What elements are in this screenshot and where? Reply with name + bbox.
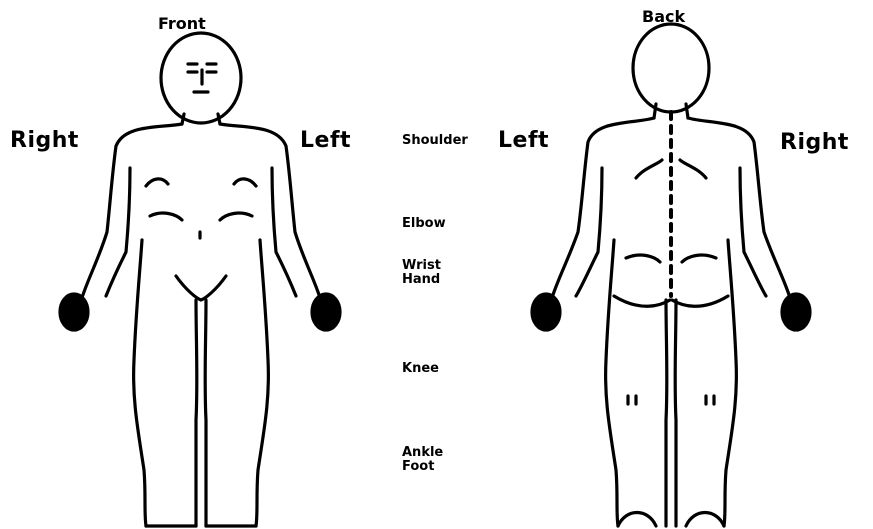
front-left-hand	[312, 294, 340, 330]
back-right-label: Right	[780, 132, 849, 154]
front-title: Front	[158, 16, 206, 32]
shoulder-label: Shoulder	[402, 134, 468, 148]
front-body-figure	[60, 33, 340, 526]
front-face	[188, 64, 216, 92]
ankle-foot-label: Ankle Foot	[402, 446, 443, 473]
wrist-label: Wrist	[402, 259, 441, 273]
knee-label: Knee	[402, 362, 439, 376]
elbow-label: Elbow	[402, 217, 446, 231]
foot-label: Foot	[402, 460, 443, 474]
ankle-label: Ankle	[402, 446, 443, 460]
back-left-hand	[532, 294, 560, 330]
wrist-hand-label: Wrist Hand	[402, 259, 441, 286]
front-inner-legs	[176, 276, 226, 526]
back-outline-left	[549, 118, 654, 526]
back-body-figure	[532, 24, 810, 526]
back-title: Back	[642, 9, 685, 25]
front-left-label: Left	[300, 130, 351, 152]
back-knee-marks	[628, 396, 714, 404]
back-right-hand	[782, 294, 810, 330]
front-torso-details	[146, 179, 256, 238]
back-head	[633, 24, 709, 112]
back-inner-legs	[666, 300, 676, 526]
front-right-label: Right	[10, 130, 79, 152]
back-left-label: Left	[498, 130, 549, 152]
back-outline-right	[688, 118, 793, 526]
hand-label: Hand	[402, 273, 441, 287]
front-right-hand	[60, 294, 88, 330]
back-feet	[618, 513, 724, 527]
